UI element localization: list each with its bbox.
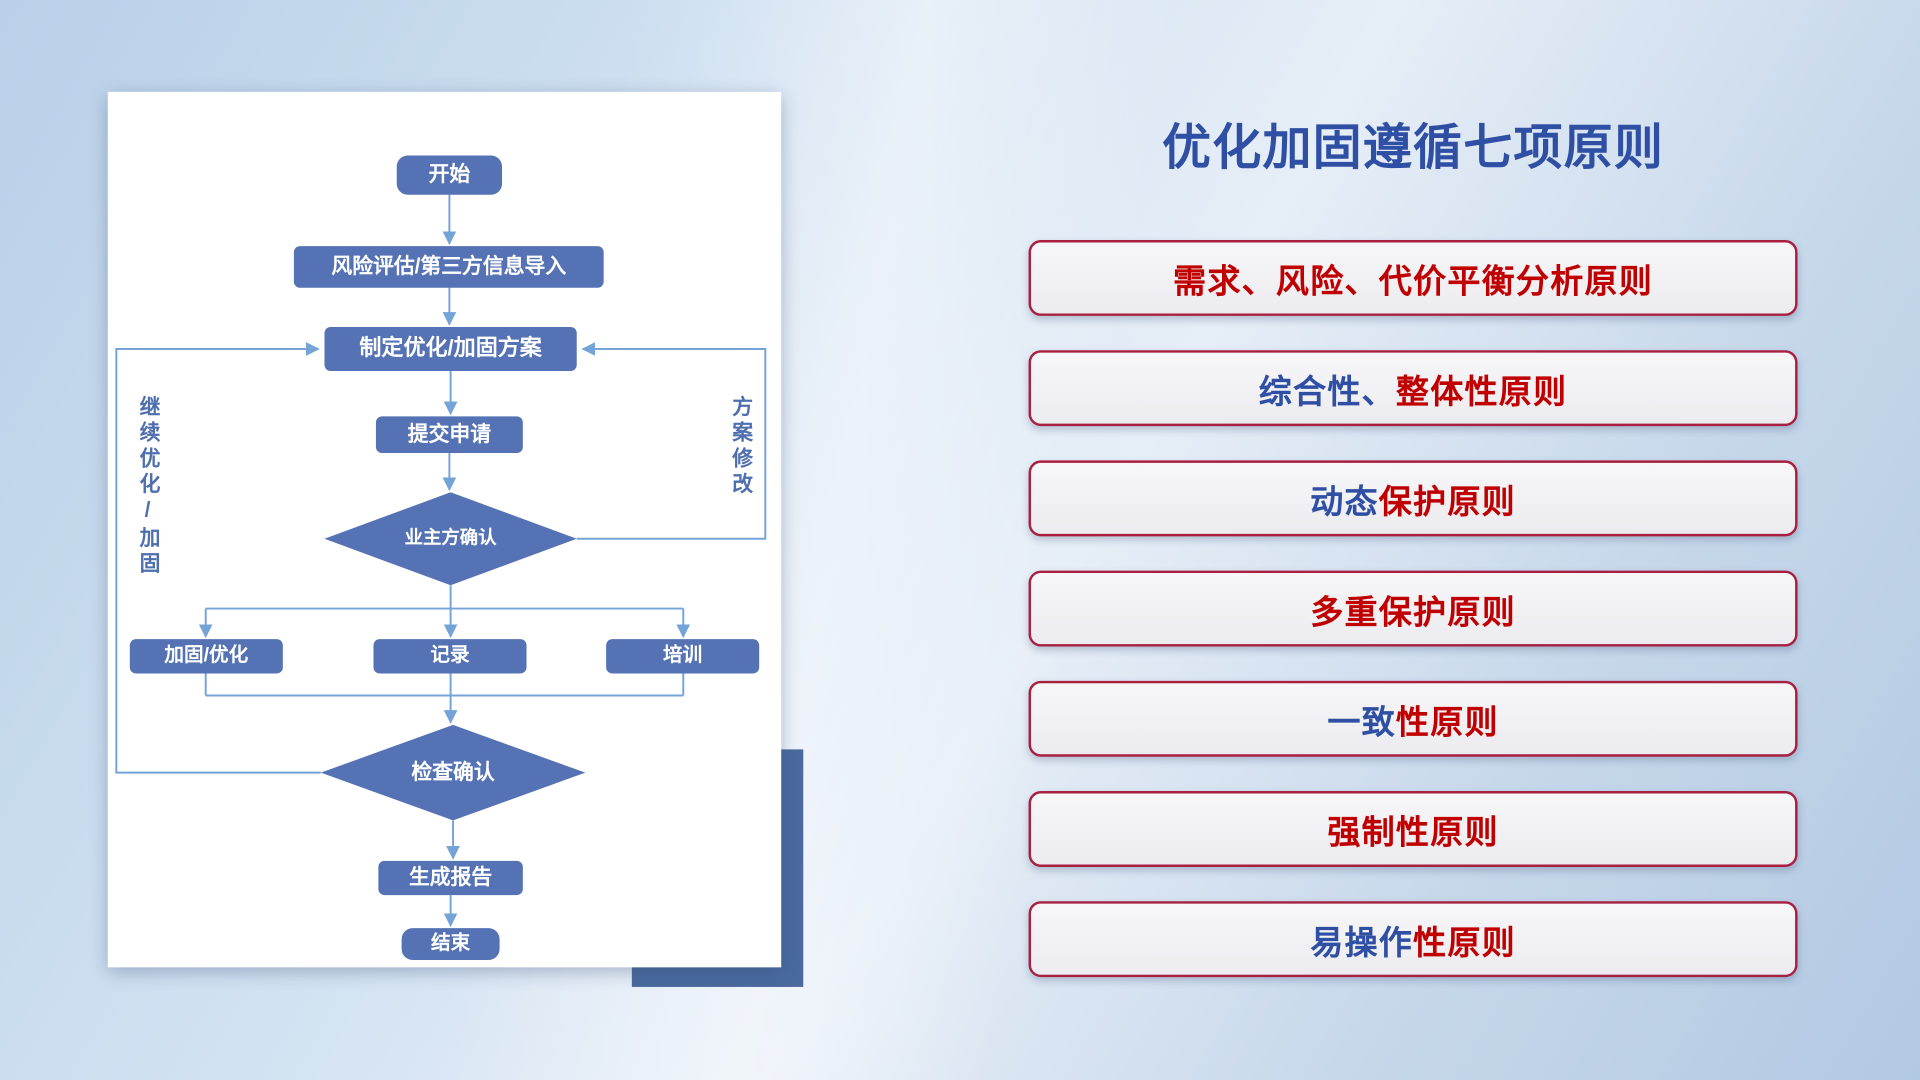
principle-box-7: 易操作性原则 <box>1028 901 1798 978</box>
principle-text-segment: 保护原则 <box>1378 483 1516 520</box>
principle-box-1: 需求、风险、代价平衡分析原则 <box>1028 240 1798 316</box>
flow-node-start: 开始 <box>396 155 503 195</box>
principle-text-segment: 动态 <box>1310 483 1379 520</box>
principle-text-segment: 一致 <box>1327 703 1396 741</box>
principle-text-segment: 需求、风险、代价平衡分析原则 <box>1173 262 1654 300</box>
principle-box-5: 一致性原则 <box>1028 680 1798 757</box>
principle-text-segment: 性原则 <box>1413 923 1516 961</box>
flow-node-submit: 提交申请 <box>375 416 523 454</box>
principles-list: 需求、风险、代价平衡分析原则综合性、整体性原则动态保护原则多重保护原则一致性原则… <box>1028 240 1798 978</box>
principle-text-segment: 易操作 <box>1310 923 1414 961</box>
principle-text-segment: 性原则 <box>1395 703 1499 741</box>
flow-connectors <box>115 194 767 928</box>
flow-node-report: 生成报告 <box>378 860 523 896</box>
principle-text-segment: 综合性、 <box>1258 372 1396 410</box>
principle-text-segment: 整体性原则 <box>1395 372 1568 410</box>
flow-node-training: 培训 <box>606 639 760 674</box>
flowchart-card: 开始 风险评估/第三方信息导入 制定优化/加固方案 提交申请 业主方确认 加固/… <box>107 91 782 968</box>
loop-label-continue-optimize: 继续优化/加固 <box>135 395 160 578</box>
principle-box-2: 综合性、整体性原则 <box>1028 350 1798 427</box>
page-title: 优化加固遵循七项原则 <box>1162 121 1665 176</box>
flow-node-harden: 加固/优化 <box>129 639 283 674</box>
principle-text-segment: 强制性原则 <box>1327 813 1499 851</box>
loop-label-plan-revise: 方案修改 <box>728 395 752 499</box>
principle-box-3: 动态保护原则 <box>1028 460 1798 537</box>
principle-box-6: 强制性原则 <box>1028 791 1798 867</box>
flow-node-record: 记录 <box>373 639 527 674</box>
principle-text-segment: 多重保护原则 <box>1310 593 1516 630</box>
flow-node-plan: 制定优化/加固方案 <box>324 326 577 372</box>
flow-node-risk-import: 风险评估/第三方信息导入 <box>293 246 604 288</box>
principle-box-4: 多重保护原则 <box>1028 570 1798 647</box>
flow-node-end: 结束 <box>401 928 500 960</box>
